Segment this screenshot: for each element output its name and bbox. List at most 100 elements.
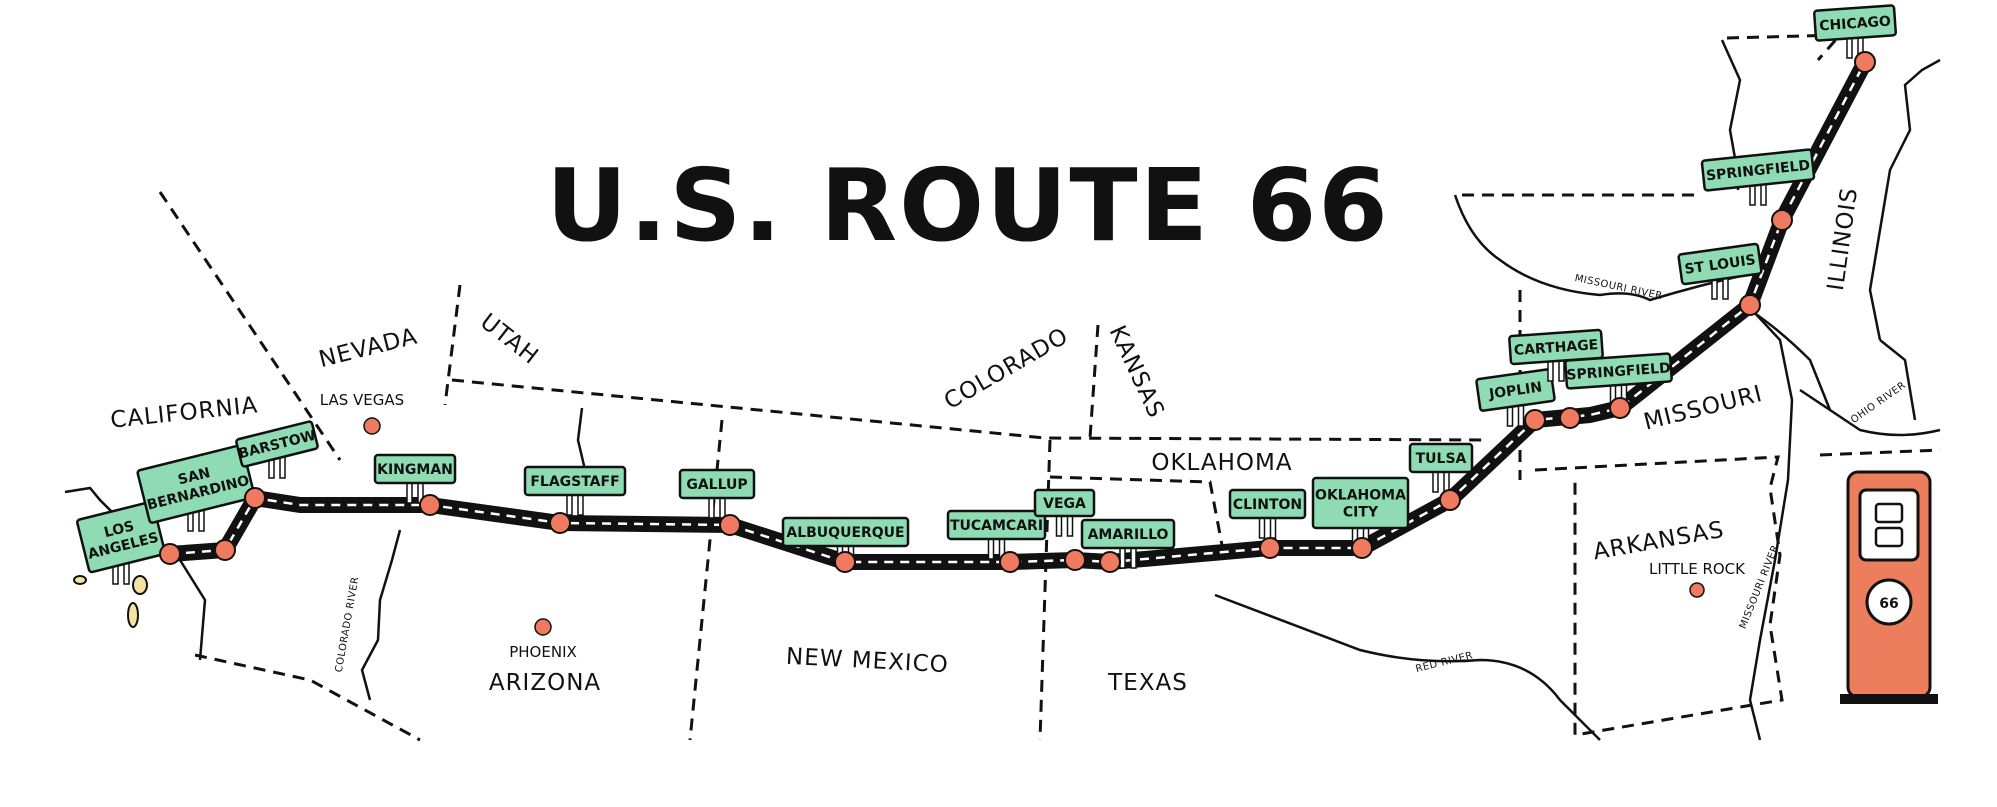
city-sign-board [1700, 148, 1816, 192]
route-stop-dot [214, 539, 236, 561]
city-sign-label: VEGA [1043, 496, 1086, 512]
route-stop-dot [159, 543, 181, 565]
route-stop-joplin-13: JOPLIN [1475, 368, 1556, 431]
city-label-little-rock: LITTLE ROCK [1649, 560, 1746, 578]
other-cities: LAS VEGAS PHOENIX LITTLE ROCK [320, 391, 1746, 661]
city-sign: AMARILLO [1080, 518, 1176, 550]
city-dot-las-vegas [363, 417, 381, 435]
city-sign-board [678, 468, 756, 500]
route-66-shield-icon [1865, 578, 1913, 626]
city-sign: TULSA [1408, 442, 1474, 474]
route-stop-dot [1439, 489, 1461, 511]
route-stop-dot [1559, 407, 1581, 429]
sign-post [123, 561, 130, 585]
city-sign-label: JOPLIN [1487, 379, 1543, 402]
route-stop-dot [549, 512, 571, 534]
city-sign: JOPLIN [1475, 368, 1556, 412]
route-stop-clinton-10: CLINTON [1228, 488, 1307, 559]
rivers-and-coast [64, 39, 1941, 741]
route-stop-dot [1064, 549, 1086, 571]
state-label-colorado: COLORADO [940, 323, 1073, 415]
route-stop-dot [834, 551, 856, 573]
route-stop-dot [1351, 537, 1373, 559]
city-sign: CHICAGO [1813, 4, 1897, 42]
route-stop-kingman-3: KINGMAN [373, 453, 457, 516]
sign-post [708, 495, 715, 519]
route-stop-vega-8: VEGA [1033, 488, 1096, 571]
route-stop-dot [719, 514, 741, 536]
route-stop-tulsa-12: TULSA [1408, 442, 1474, 511]
river-label-missouri-north: MISSOURI RIVER [1574, 273, 1664, 302]
city-sign: FLAGSTAFF [523, 465, 627, 497]
sign-post [1443, 469, 1450, 493]
city-sign-label: CARTHAGE [1513, 337, 1598, 359]
city-dot-little-rock [1689, 582, 1705, 598]
city-sign-board [946, 509, 1047, 541]
city-sign-label: GALLUP [686, 477, 747, 493]
route-stop-dot [1854, 51, 1876, 73]
sign-post [406, 480, 413, 504]
city-sign: ST LOUIS [1677, 242, 1763, 286]
route-stop-flagstaff-4: FLAGSTAFF [523, 465, 627, 534]
city-sign: GALLUP [678, 468, 756, 500]
city-sign: SPRINGFIELD [1564, 352, 1673, 390]
city-sign-label: SPRINGFIELD [1566, 360, 1671, 383]
route-stop-dot [419, 494, 441, 516]
city-sign-board [136, 444, 256, 524]
city-sign-label: TUCAMCARI [950, 518, 1043, 534]
city-sign-board [1677, 242, 1763, 286]
city-label-phoenix: PHOENIX [509, 643, 577, 661]
route-stop-springfield-15: SPRINGFIELD [1564, 352, 1673, 419]
state-label-arizona: ARIZONA [489, 670, 601, 696]
state-label-missouri: MISSOURI [1641, 381, 1765, 436]
city-sign-board [1408, 442, 1474, 474]
sign-post [279, 455, 286, 479]
route-stop-albuquerque-6: ALBUQUERQUE [781, 516, 910, 573]
city-sign-label: KINGMAN [377, 462, 453, 478]
sign-post [1269, 515, 1277, 539]
city-sign: KINGMAN [373, 453, 457, 485]
city-sign: CLINTON [1228, 488, 1307, 520]
sign-post [1760, 182, 1767, 206]
route-stop-st-louis-16: ST LOUIS [1677, 242, 1763, 316]
city-sign-board [523, 465, 627, 497]
state-label-illinois: ILLINOIS [1823, 186, 1863, 292]
city-sign-board [1311, 476, 1410, 530]
route-stop-dot [1524, 409, 1546, 431]
sign-post [1722, 276, 1729, 300]
city-sign-label: TULSA [1416, 451, 1467, 467]
sign-post [987, 536, 995, 560]
city-label-las-vegas: LAS VEGAS [320, 391, 404, 409]
state-label-nevada: NEVADA [316, 323, 420, 373]
sign-post [566, 492, 573, 516]
city-sign-board [373, 453, 457, 485]
city-sign: VEGA [1033, 488, 1096, 518]
city-sign-board [235, 420, 319, 468]
gas-pump-icon: 66 [1840, 470, 1938, 704]
city-sign: CARTHAGE [1508, 328, 1604, 366]
sign-post [1119, 545, 1126, 569]
state-label-arkansas: ARKANSAS [1591, 517, 1726, 566]
city-sign-label: AMARILLO [1088, 527, 1169, 543]
city-sign-label: CLINTON [1233, 497, 1302, 513]
route-stop-tucamcari-7: TUCAMCARI [946, 509, 1047, 573]
state-borders [158, 33, 1941, 742]
city-sign-label: CHICAGO [1819, 14, 1892, 35]
city-sign-board [1508, 328, 1604, 366]
sign-post [1055, 513, 1063, 537]
river-label-colorado: COLORADO RIVER [334, 576, 362, 674]
city-sign-board [1564, 352, 1673, 390]
sign-post [719, 495, 726, 519]
city-sign-label: FLAGSTAFF [530, 474, 619, 490]
route-stop-barstow-2: BARSTOW [235, 420, 319, 509]
city-dot-phoenix [534, 618, 552, 636]
city-sign: TUCAMCARI [946, 509, 1047, 541]
route-stop-dot [244, 487, 266, 509]
city-sign-board [1080, 518, 1176, 550]
route-stop-amarillo-9: AMARILLO [1080, 518, 1176, 573]
route-stop-carthage-14: CARTHAGE [1508, 328, 1604, 429]
map-title: U.S. ROUTE 66 [546, 147, 1390, 264]
